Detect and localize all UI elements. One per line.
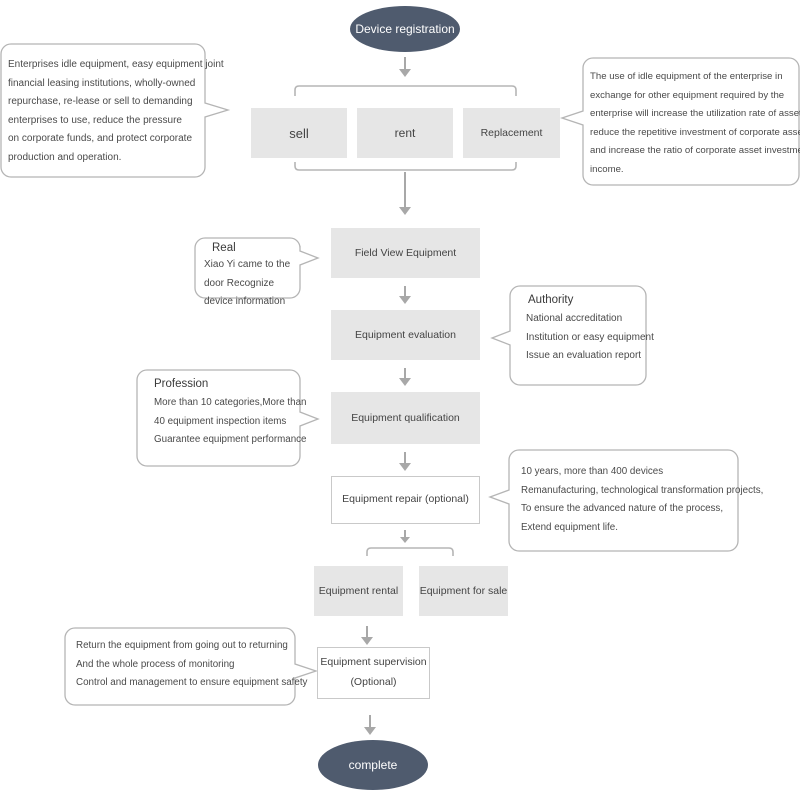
note-repair-line: To ensure the advanced nature of the pro… <box>521 503 724 514</box>
note-real-line: Xiao Yi came to the <box>204 259 291 270</box>
callout-profession <box>136 369 320 467</box>
arrowhead-4 <box>399 378 411 386</box>
right-note-1-line: The use of idle equipment of the enterpr… <box>590 71 783 82</box>
note-repair-line: Remanufacturing, technological transform… <box>521 484 764 496</box>
note-profession: Profession More than 10 categories,More … <box>154 378 307 450</box>
left-note-1-line: production and operation. <box>8 151 122 163</box>
option-sell-label: sell <box>289 125 309 141</box>
callout-left-note-1 <box>0 43 231 178</box>
step-evaluation: Equipment evaluation <box>331 310 480 360</box>
step-for-sale-label: Equipment for sale <box>419 585 508 597</box>
note-repair-line: Extend equipment life. <box>521 521 618 533</box>
left-note-1-line: on corporate funds, and protect corporat… <box>8 133 193 144</box>
note-real: Real Xiao Yi came to the door Recognize … <box>204 242 300 312</box>
bracket-split <box>366 547 454 556</box>
step-rental: Equipment rental <box>314 566 403 616</box>
left-note-1-line: enterprises to use, reduce the pressure <box>8 114 182 126</box>
note-supervision-line: Control and management to ensure equipme… <box>76 677 308 688</box>
end-label: complete <box>348 758 398 772</box>
left-note-1-line: financial leasing institutions, wholly-o… <box>8 77 196 89</box>
bracket-top <box>294 85 517 96</box>
step-rental-label: Equipment rental <box>318 585 399 597</box>
start-node: Device registration <box>350 6 460 52</box>
note-real-title: Real <box>212 242 236 254</box>
right-note-1-line: reduce the repetitive investment of corp… <box>590 126 800 138</box>
note-supervision-line: And the whole process of monitoring <box>76 658 235 670</box>
step-field-view: Field View Equipment <box>331 228 480 278</box>
note-repair: 10 years, more than 400 devices Remanufa… <box>521 463 764 537</box>
option-replacement: Replacement <box>463 108 560 158</box>
note-real-line: door Recognize <box>204 277 275 289</box>
note-authority-line: National accreditation <box>526 313 623 324</box>
left-note-1-line: repurchase, re-lease or sell to demandin… <box>8 96 193 107</box>
start-label: Device registration <box>355 22 455 36</box>
step-supervision: Equipment supervision (Optional) <box>317 647 430 699</box>
note-authority-line: Issue an evaluation report <box>526 350 642 361</box>
bracket-bottom <box>294 162 517 171</box>
note-real-line: device information <box>204 296 286 307</box>
arrowhead-7 <box>361 637 373 645</box>
arrowhead-2 <box>399 207 411 215</box>
callout-real <box>194 237 320 299</box>
arrowhead-8 <box>364 727 376 735</box>
note-profession-line: Guarantee equipment performance <box>154 434 307 445</box>
option-rent: rent <box>357 108 453 158</box>
arrowhead-6 <box>400 537 410 543</box>
arrowhead-1 <box>399 69 411 77</box>
step-qualification: Equipment qualification <box>331 392 480 444</box>
step-for-sale: Equipment for sale <box>419 566 508 616</box>
right-note-1-line: income. <box>590 163 624 175</box>
note-supervision: Return the equipment from going out to r… <box>76 637 308 693</box>
note-authority-title: Authority <box>528 294 574 306</box>
step-supervision-sublabel: (Optional) <box>350 676 397 688</box>
callout-supervision <box>64 627 319 706</box>
note-supervision-line: Return the equipment from going out to r… <box>76 640 288 651</box>
note-profession-title: Profession <box>154 378 209 390</box>
step-supervision-label: Equipment supervision <box>320 656 427 669</box>
callout-right-note-1 <box>559 57 800 186</box>
callout-authority <box>490 285 647 386</box>
left-note-1: Enterprises idle equipment, easy equipme… <box>8 56 224 167</box>
end-node: complete <box>318 740 428 790</box>
left-note-1-line: Enterprises idle equipment, easy equipme… <box>8 59 224 70</box>
right-note-1: The use of idle equipment of the enterpr… <box>590 68 800 179</box>
option-rent-label: rent <box>394 126 416 140</box>
right-note-1-line: enterprise will increase the utilization… <box>590 108 800 119</box>
step-repair: Equipment repair (optional) <box>331 476 480 524</box>
option-sell: sell <box>251 108 347 158</box>
note-profession-line: 40 equipment inspection items <box>154 415 287 427</box>
step-qualification-label: Equipment qualification <box>351 412 460 424</box>
arrowhead-3 <box>399 296 411 304</box>
callout-repair <box>488 449 739 552</box>
arrowhead-5 <box>399 463 411 471</box>
note-authority-line: Institution or easy equipment <box>526 331 654 343</box>
note-repair-line: 10 years, more than 400 devices <box>521 466 664 477</box>
right-note-1-line: exchange for other equipment required by… <box>590 89 785 101</box>
option-replacement-label: Replacement <box>480 127 543 139</box>
note-authority: Authority National accreditation Institu… <box>526 294 654 366</box>
right-note-1-line: and increase the ratio of corporate asse… <box>590 145 800 156</box>
step-evaluation-label: Equipment evaluation <box>355 329 456 341</box>
step-field-view-label: Field View Equipment <box>354 247 457 259</box>
note-profession-line: More than 10 categories,More than <box>154 397 307 408</box>
step-repair-label: Equipment repair (optional) <box>342 493 469 506</box>
